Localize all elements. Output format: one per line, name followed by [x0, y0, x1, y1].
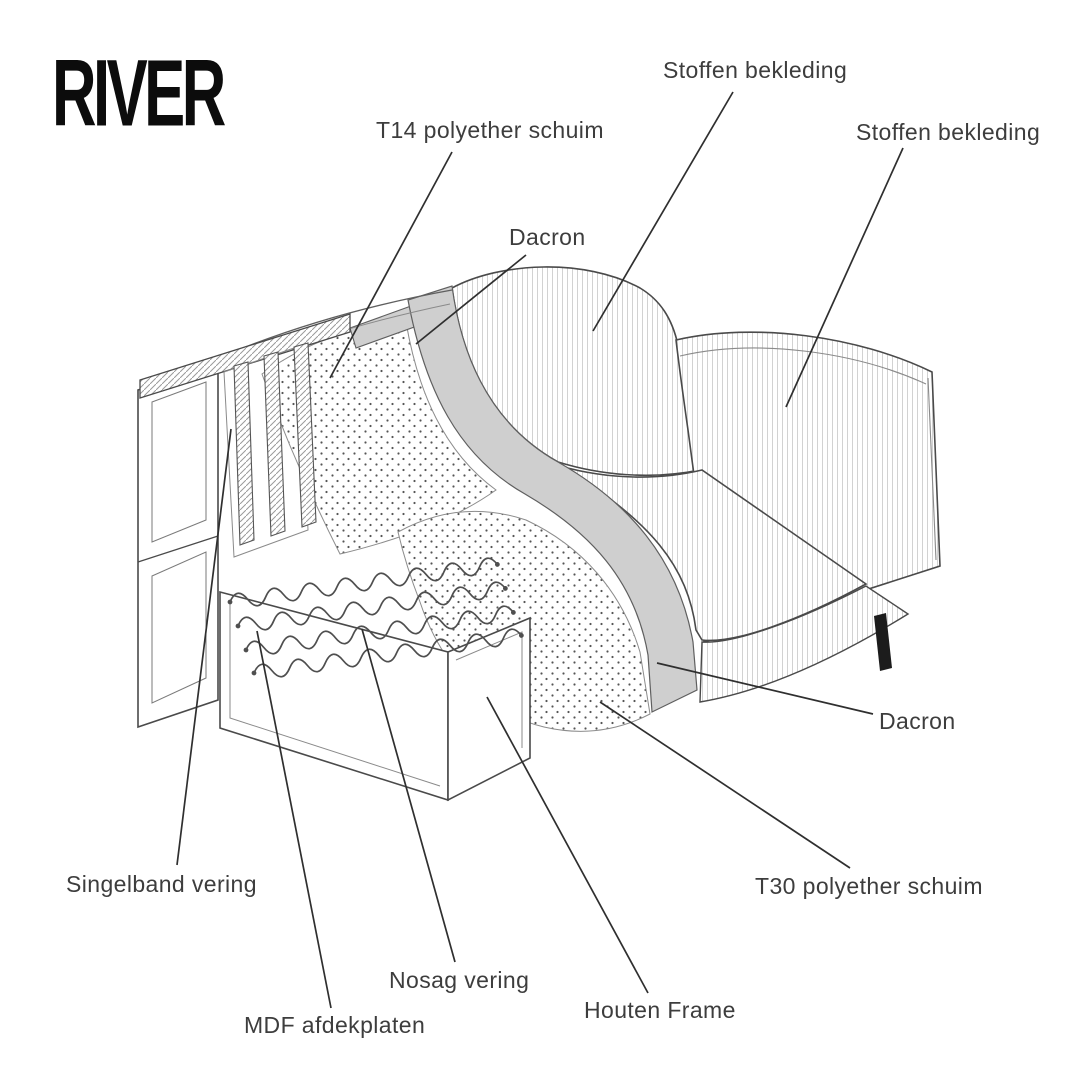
backrest-fabric-panel [451, 266, 701, 477]
label-singelband-vering: Singelband vering [66, 871, 257, 897]
brand-title: RIVER [52, 39, 226, 146]
armrest-edge-line [927, 377, 937, 561]
nosag-springs [227, 557, 524, 678]
seat-box [219, 590, 531, 802]
label-t14-polyether-schuim: T14 polyether schuim [376, 117, 604, 143]
seat-box-right-face [447, 616, 531, 802]
leader-nosag [361, 628, 456, 963]
frame-side-panel [137, 361, 219, 729]
leader-stoffen-right [785, 147, 904, 408]
frame-divider-line [137, 535, 219, 563]
leader-singelband [176, 428, 232, 866]
armrest-piping-line [679, 347, 927, 385]
label-mdf-afdekplaten: MDF afdekplaten [244, 1012, 426, 1038]
leader-t30 [599, 701, 851, 869]
label-stoffen-bekleding-top: Stoffen bekleding [663, 57, 848, 83]
leader-dacron-right [656, 662, 874, 715]
sofa-leg [874, 613, 892, 671]
label-houten-frame: Houten Frame [584, 997, 736, 1023]
leader-lines [176, 91, 904, 1009]
label-stoffen-bekleding-right: Stoffen bekleding [856, 119, 1041, 145]
label-nosag-vering: Nosag vering [389, 967, 530, 993]
leader-t14 [329, 151, 453, 379]
singelband-straps [233, 342, 317, 546]
dacron-band [349, 285, 698, 713]
leader-dacron-top [415, 254, 527, 345]
seat-box-front-face [219, 590, 449, 802]
leader-stoffen-top [592, 91, 734, 332]
leader-mdf [256, 630, 332, 1009]
label-t30-polyether-schuim: T30 polyether schuim [755, 873, 983, 899]
label-dacron-top: Dacron [509, 224, 586, 250]
leader-houten-frame [486, 696, 649, 994]
sofa-front-base [699, 585, 910, 703]
frame-top-rail [139, 313, 351, 399]
label-dacron-right: Dacron [879, 708, 956, 734]
